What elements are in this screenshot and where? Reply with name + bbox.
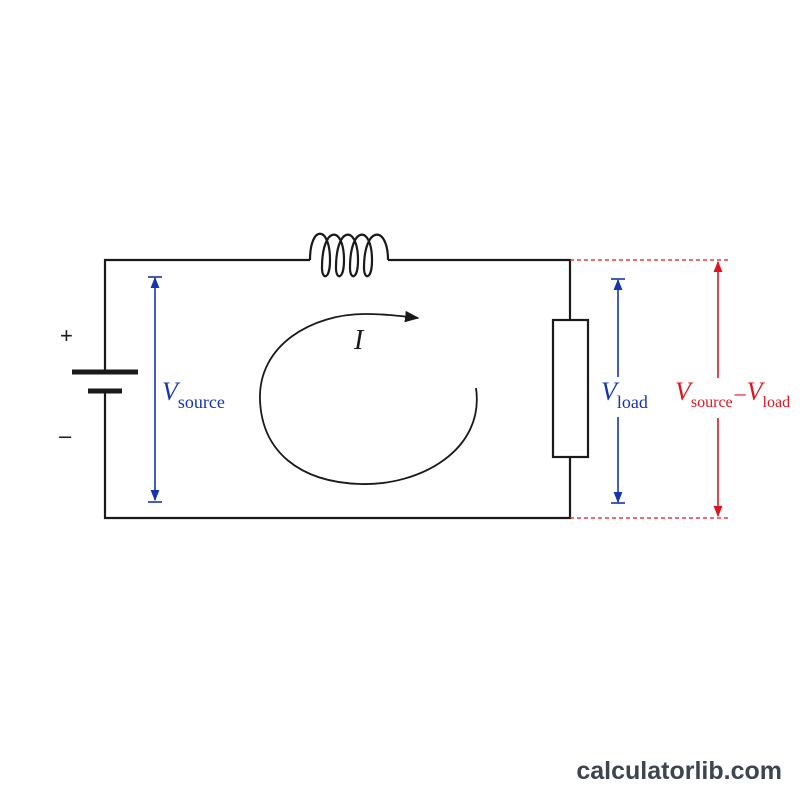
battery [72,369,138,394]
inductor-coil [308,232,390,278]
battery-plus-label: + [60,323,73,348]
v-drop-label: Vsource–Vload [675,377,790,411]
top-wire-right [388,258,572,320]
v-drop-label-bg [672,378,784,418]
load-resistor [551,318,590,459]
v-load-label-bg [598,377,648,417]
current-loop-arrow [259,310,478,485]
current-label: I [353,325,365,356]
battery-minus-label: – [59,423,72,448]
v-source-label: Vsource [162,377,225,412]
watermark-logo: calculatorlib.com [576,757,782,785]
v-load-label: Vload [601,377,648,412]
left-wire-top [103,258,310,372]
right-wire-bottom [103,391,572,520]
